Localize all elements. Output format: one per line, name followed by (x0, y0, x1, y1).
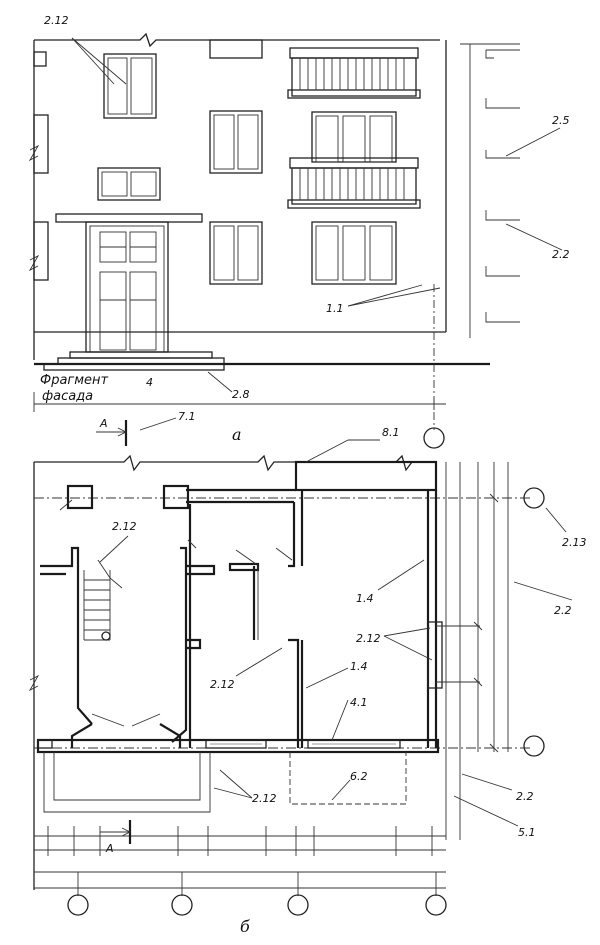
caption-a: а (232, 425, 242, 444)
window-partial (33, 221, 49, 281)
stair-well-mark (101, 631, 111, 641)
balcony-outline (289, 752, 407, 805)
label-2-12-window: 2.12 (356, 632, 381, 645)
level-marks (460, 43, 520, 338)
label-2-2-bottom: 2.2 (516, 790, 534, 803)
stair-window (103, 53, 157, 119)
label-2-5: 2.5 (552, 114, 570, 127)
floor-plan (28, 439, 573, 916)
label-4-1: 4.1 (350, 696, 368, 709)
window-strips (37, 739, 401, 749)
axis-bubble-3 (287, 894, 309, 916)
leader-2-12 (71, 37, 115, 85)
leader-2-2 (505, 223, 563, 251)
section-letter-a-top: А (99, 417, 108, 430)
window-upper-center (209, 110, 263, 174)
window-lower-right (311, 221, 397, 285)
label-8-1: 8.1 (382, 426, 400, 439)
label-2-2: 2.2 (552, 248, 570, 261)
label-2-12: 2.12 (44, 14, 69, 27)
facade-elevation (28, 32, 563, 449)
fragment-label-line2: фасада (42, 389, 93, 404)
right-dimension-lines (436, 462, 509, 840)
window-partial (33, 51, 47, 67)
leader-2-8 (207, 371, 233, 393)
fragment-label-line1: Фрагмент (40, 373, 109, 388)
label-2-8: 2.8 (232, 388, 250, 401)
label-2-12-bottom: 2.12 (252, 792, 277, 805)
window-lower-center (209, 221, 263, 285)
axis-bubble-4 (425, 894, 447, 916)
bottom-dimension-lines (34, 826, 446, 896)
section-letter-a-bottom: А (105, 842, 114, 855)
plan-top-break-line (34, 454, 432, 472)
balcony-lower (287, 157, 421, 209)
axis-bubble-bottom (523, 735, 545, 757)
stair-flight (83, 559, 123, 641)
leader-7-1 (139, 417, 177, 431)
axis-bubble (423, 427, 445, 449)
plan-walls (36, 460, 443, 754)
dimension-label-4: 4 (146, 376, 153, 389)
axis-bubble-top (523, 487, 545, 509)
label-2-13: 2.13 (562, 536, 587, 549)
label-6-2: 6.2 (350, 770, 368, 783)
balcony-upper (287, 47, 421, 99)
label-2-12-door: 2.12 (210, 678, 235, 691)
entrance-steps (43, 351, 225, 371)
window-partial (33, 114, 49, 174)
caption-b: б (240, 917, 250, 936)
label-1-4-mid: 1.4 (350, 660, 368, 673)
leader-2-5 (505, 127, 561, 157)
small-window (97, 167, 161, 201)
vestibule-outline (43, 752, 211, 813)
axis-bubble-2 (171, 894, 193, 916)
label-1-4-top: 1.4 (356, 592, 374, 605)
label-5-1: 5.1 (518, 826, 536, 839)
label-1-1: 1.1 (326, 302, 344, 315)
window-top-partial (209, 39, 263, 59)
axis-bubble-1 (67, 894, 89, 916)
leader-1-1 (347, 284, 423, 307)
label-7-1: 7.1 (178, 410, 196, 423)
label-2-12-stair: 2.12 (112, 520, 137, 533)
label-2-2-right: 2.2 (554, 604, 572, 617)
plan-leaders (99, 439, 573, 827)
entrance-door (55, 213, 203, 353)
door-swings (59, 499, 293, 727)
facade-top-break-line (34, 32, 440, 48)
break-mark (28, 674, 40, 692)
window-balcony-upper (311, 111, 397, 163)
